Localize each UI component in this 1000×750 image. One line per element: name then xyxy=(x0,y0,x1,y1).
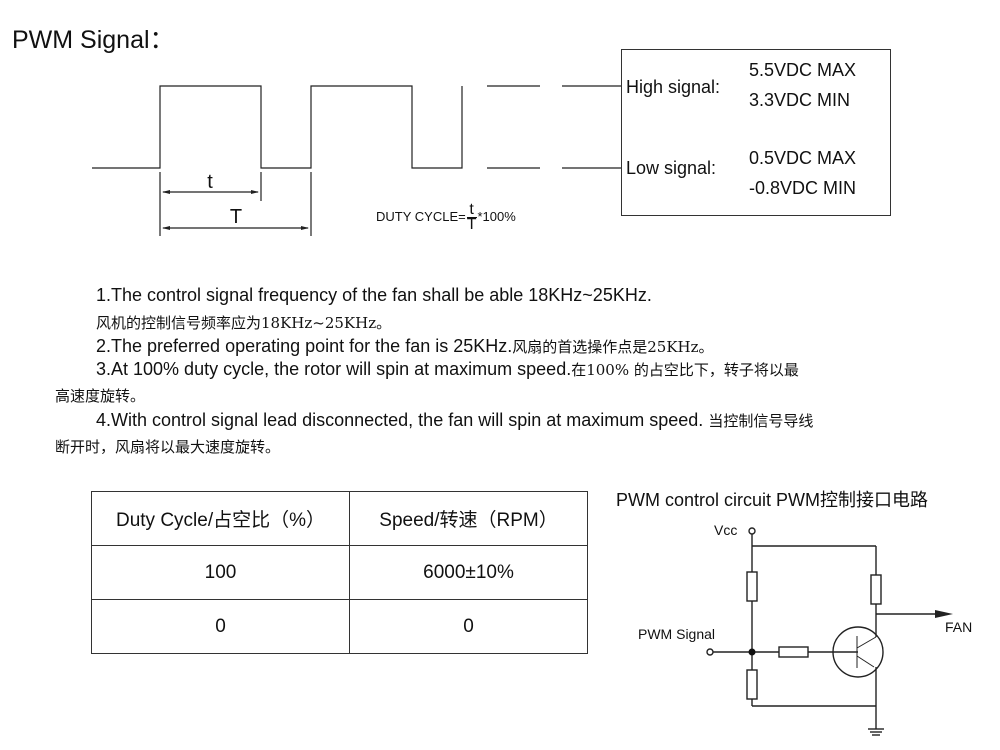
note-1-en: 1.The control signal frequency of the fa… xyxy=(96,285,652,305)
table-row: 100 6000±10% xyxy=(91,545,588,600)
arrow-head xyxy=(162,226,170,230)
header-duty-cycle: Duty Cycle/占空比（%） xyxy=(91,491,350,546)
formula-numerator: t xyxy=(466,202,477,218)
formula-suffix: *100% xyxy=(477,208,516,224)
note-3: 3.At 100% duty cycle, the rotor will spi… xyxy=(96,359,799,380)
high-signal-min: 3.3VDC MIN xyxy=(749,90,851,110)
fan-output-label: FAN xyxy=(945,619,972,635)
transistor-npn xyxy=(832,626,884,678)
note-4: 4.With control signal lead disconnected,… xyxy=(96,410,813,431)
pwm-input-terminal xyxy=(706,648,714,656)
pwm-control-circuit xyxy=(706,527,935,736)
note-4-cn: 当控制信号导线 xyxy=(708,412,814,430)
low-signal-label: Low signal: xyxy=(626,158,717,178)
formula-denominator: T xyxy=(466,216,477,233)
fan-arrow-icon xyxy=(935,610,953,618)
resistor-pulldown xyxy=(746,669,758,700)
cell-duty: 0 xyxy=(91,599,350,654)
note-3-cn-cont: 高速度旋转。 xyxy=(55,387,146,405)
note-1-cn: 风机的控制信号频率应为18KHz~25KHz。 xyxy=(96,314,392,332)
resistor-base xyxy=(778,646,809,658)
table-row: 0 0 xyxy=(91,599,588,654)
arrow-head xyxy=(251,190,259,194)
note-4-cn-cont: 断开时，风扇将以最大速度旋转。 xyxy=(55,438,281,456)
page-title: PWM Signal： xyxy=(12,26,175,54)
signal-levels-box xyxy=(621,49,891,216)
resistor-collector xyxy=(870,574,882,605)
high-signal-max: 5.5VDC MAX xyxy=(749,60,857,80)
table-header-row: Duty Cycle/占空比（%） Speed/转速（RPM） xyxy=(91,491,588,546)
period-label: T xyxy=(230,206,242,228)
pwm-signal-input-label: PWM Signal xyxy=(638,626,715,642)
pulse-width-label: t xyxy=(207,171,213,193)
note-2: 2.The preferred operating point for the … xyxy=(96,336,714,357)
high-signal-label: High signal: xyxy=(626,77,721,97)
note-2-en: 2.The preferred operating point for the … xyxy=(96,336,513,356)
vcc-terminal xyxy=(748,527,756,535)
pwm-waveform xyxy=(92,85,463,169)
low-signal-min: -0.8VDC MIN xyxy=(749,178,857,198)
cell-speed: 6000±10% xyxy=(349,545,588,600)
cell-duty: 100 xyxy=(91,545,350,600)
low-signal-max: 0.5VDC MAX xyxy=(749,148,857,168)
note-3-en: 3.At 100% duty cycle, the rotor will spi… xyxy=(96,359,572,379)
header-speed: Speed/转速（RPM） xyxy=(349,491,588,546)
speed-table: Duty Cycle/占空比（%） Speed/转速（RPM） 100 6000… xyxy=(91,491,588,654)
cell-speed: 0 xyxy=(349,599,588,654)
note-3-cn: 在100% 的占空比下，转子将以最 xyxy=(571,361,799,379)
note-2-cn: 风扇的首选操作点是25KHz。 xyxy=(512,338,714,356)
resistor-pullup xyxy=(746,571,758,602)
junction-dot xyxy=(748,648,756,656)
formula-prefix: DUTY CYCLE= xyxy=(376,208,466,224)
arrow-head xyxy=(162,190,170,194)
vcc-label: Vcc xyxy=(714,522,737,538)
note-4-en: 4.With control signal lead disconnected,… xyxy=(96,410,704,430)
arrow-head xyxy=(301,226,309,230)
circuit-title: PWM control circuit PWM控制接口电路 xyxy=(616,490,929,510)
